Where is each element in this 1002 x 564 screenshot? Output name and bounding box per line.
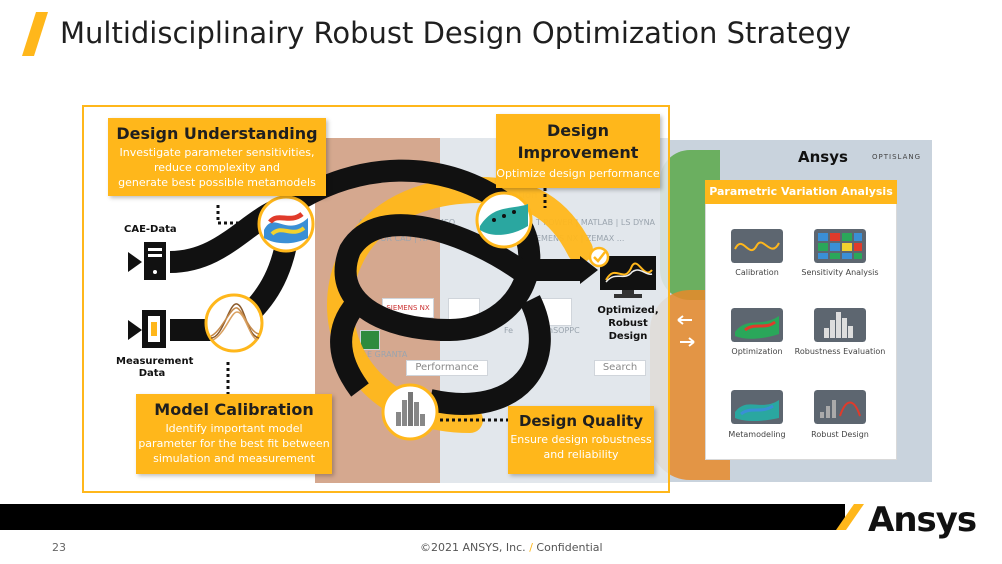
bg-cae-label: CAE GRANTA	[356, 350, 408, 359]
panel-product-name: OPTISLANG	[872, 153, 922, 161]
design-understanding-line3: generate best possible metamodels	[118, 176, 316, 189]
measurement-label-line2: Data	[138, 368, 166, 379]
page-number: 23	[52, 541, 66, 554]
monitor-icon	[600, 256, 656, 298]
design-understanding-line2: reduce complexity and	[153, 161, 280, 174]
calibration-icon	[731, 229, 783, 263]
measurement-label-line1: Measurement	[116, 356, 194, 367]
model-calibration-text: Identify important model parameter for t…	[136, 421, 332, 466]
design-quality-heading: Design Quality	[518, 412, 644, 430]
robust-design-icon	[814, 390, 866, 424]
metamodel-bubble-icon	[257, 195, 315, 253]
footer-slash-icon	[836, 504, 864, 530]
bg-tools-row1b: T POWER | MATLAB | LS DYNA	[536, 218, 656, 227]
measurement-label: Measurement Data	[116, 356, 194, 380]
cae-data-label: CAE-Data	[124, 224, 177, 235]
title-slash-icon	[22, 12, 48, 56]
server-icon	[144, 242, 166, 280]
design-improvement-text: Optimize design performance	[496, 167, 660, 180]
design-quality-line2: and reliability	[543, 448, 619, 461]
bg-simulink-label: SimSOPPC	[538, 326, 580, 335]
bg-fe-label: Fe	[504, 326, 514, 335]
metamodeling-icon	[731, 390, 783, 424]
design-quality-callout: Design Quality Ensure design robustness …	[508, 406, 654, 474]
design-quality-text: Ensure design robustness and reliability	[508, 432, 654, 462]
pva-item-label: Metamodeling	[728, 430, 786, 439]
pva-item-label: Robustness Evaluation	[794, 347, 886, 356]
model-calibration-heading: Model Calibration	[154, 400, 314, 419]
footer-separator: /	[529, 541, 533, 554]
confidential-text: Confidential	[536, 541, 603, 554]
design-understanding-line1: Investigate parameter sensitivities,	[119, 146, 315, 159]
robustness-icon	[814, 308, 866, 342]
optimization-icon	[731, 308, 783, 342]
design-improvement-heading-line2: Improvement	[517, 143, 639, 162]
measurement-device-icon	[142, 310, 166, 348]
design-improvement-heading-line1: Design	[547, 121, 609, 140]
pva-item-label: Sensitivity Analysis	[801, 268, 879, 277]
sensitivity-icon	[814, 229, 866, 263]
output-label: Optimized, Robust Design	[590, 304, 666, 343]
footer-bar	[0, 504, 845, 530]
excel-icon	[360, 330, 380, 350]
design-quality-line1: Ensure design robustness	[510, 433, 652, 446]
design-understanding-text: Investigate parameter sensitivities, red…	[108, 145, 326, 190]
output-label-line2: Robust Design	[608, 318, 648, 342]
copyright-text: ©2021 ANSYS, Inc.	[420, 541, 526, 554]
pva-item-label: Calibration	[735, 268, 779, 277]
output-label-line1: Optimized,	[597, 305, 659, 316]
ansys-logo: Ansys	[868, 500, 977, 540]
model-calibration-line2: parameter for the best fit between	[138, 437, 330, 450]
pva-item-label: Optimization	[731, 347, 783, 356]
checkmark-badge-icon	[588, 246, 610, 268]
model-calibration-line1: Identify important model	[165, 422, 303, 435]
model-calibration-line3: simulation and measurement	[153, 452, 315, 465]
pva-item-label: Robust Design	[811, 430, 869, 439]
bg-performance-box: Performance	[406, 360, 488, 376]
design-understanding-callout: Design Understanding Investigate paramet…	[108, 118, 326, 196]
bg-search-box: Search	[594, 360, 646, 376]
calibration-bubble-icon	[204, 293, 264, 353]
design-improvement-callout: Design Improvement Optimize design perfo…	[496, 114, 660, 188]
copyright-footer: ©2021 ANSYS, Inc. / Confidential	[420, 541, 603, 554]
slide-title: Multidisciplinairy Robust Design Optimiz…	[60, 16, 851, 50]
quality-bubble-icon	[381, 383, 439, 441]
model-calibration-callout: Model Calibration Identify important mod…	[136, 394, 332, 474]
panel-ansys-logo: Ansys	[798, 148, 848, 166]
strategy-frame	[82, 105, 670, 493]
design-understanding-heading: Design Understanding	[116, 124, 318, 143]
pva-heading: Parametric Variation Analysis	[705, 180, 897, 204]
bg-tools-row2: MOTOR CAD | NASTRAN | PY	[362, 234, 475, 243]
improvement-bubble-icon	[475, 191, 533, 249]
